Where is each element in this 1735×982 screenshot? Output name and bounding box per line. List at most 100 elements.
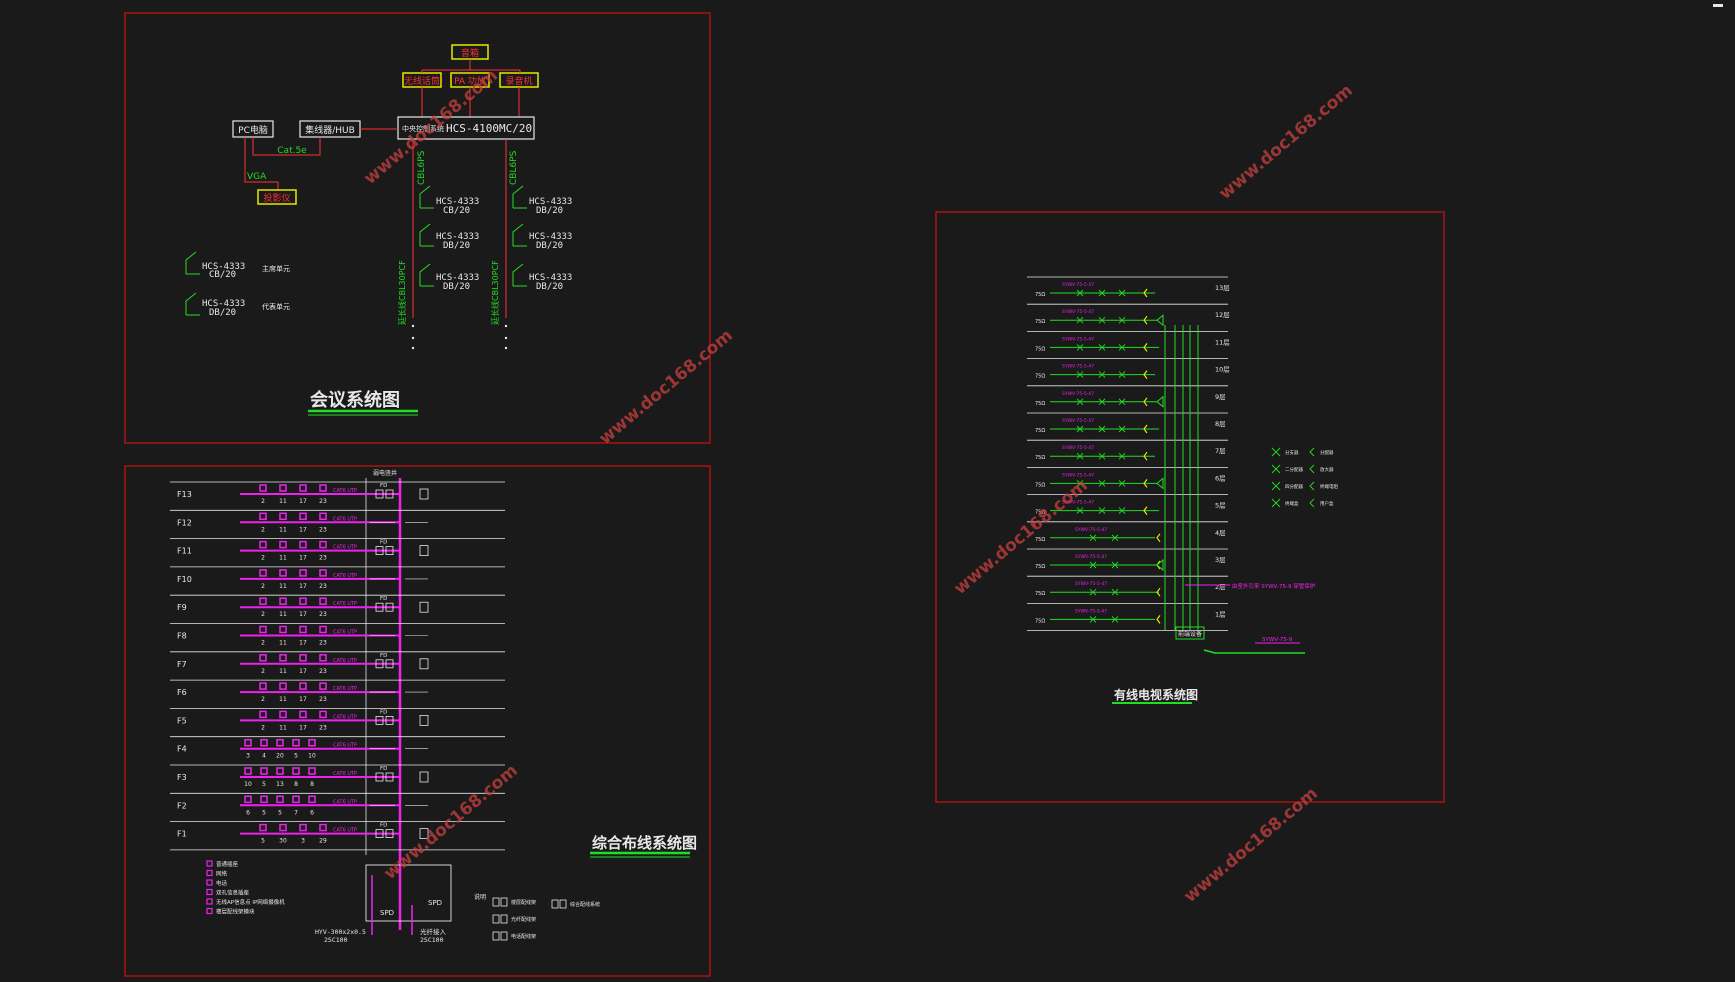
legend-outlet-icon xyxy=(206,907,213,915)
vga-label: VGA xyxy=(247,172,267,182)
legend-outlet-icon xyxy=(206,879,213,886)
svg-text:DB/20: DB/20 xyxy=(536,282,563,292)
catv-floor-label: 3层 xyxy=(1215,556,1226,564)
outlet-count: 3 xyxy=(246,753,250,760)
outlet-count: 5 xyxy=(262,809,266,816)
trunk-label-left: 延长线CBL30PCF xyxy=(397,260,407,325)
legend-item: 双孔信息插座 xyxy=(216,889,250,897)
outlet-icon xyxy=(244,795,252,804)
outlet-icon xyxy=(259,569,267,577)
tap-icon xyxy=(1089,588,1097,596)
tap-icon xyxy=(1118,452,1126,460)
outlet-icon xyxy=(279,512,287,521)
outlet-count: 23 xyxy=(319,696,327,703)
outlet-icon xyxy=(260,738,268,747)
cable-label-right: CBL6PS xyxy=(509,150,519,185)
outlet-icon xyxy=(308,767,316,775)
outlet-icon xyxy=(319,710,327,719)
utp-label: CAT6 UTP xyxy=(333,828,357,834)
trunk-label-right: 延长线CBL30PCF xyxy=(490,260,500,325)
svg-text:CB/20: CB/20 xyxy=(209,270,236,280)
outlet-count: 11 xyxy=(279,611,287,618)
legend-item: 光纤配线架 xyxy=(511,916,536,923)
svg-text:HCS-4333: HCS-4333 xyxy=(202,262,245,272)
outlet-icon xyxy=(319,625,327,634)
outlet-count: 13 xyxy=(276,781,284,788)
tap-icon xyxy=(1111,534,1119,542)
tap-icon xyxy=(1076,344,1084,351)
outlet-icon xyxy=(319,512,327,521)
outlet-icon xyxy=(276,767,284,775)
catv-legend: 分支器分配器二分配器放大器四分配器终端电阻终端盒用户盒 xyxy=(1271,447,1338,508)
outlet-count: 6 xyxy=(310,809,314,816)
outlet-icon xyxy=(260,795,268,804)
utp-label: CAT6 UTP xyxy=(333,630,357,636)
outlet-count: 23 xyxy=(319,668,327,675)
conference-title: 会议系统图 xyxy=(310,389,400,411)
spd-label-2: SPD xyxy=(428,899,442,907)
cabling-title: 综合布线系统图 xyxy=(592,834,697,852)
fd-label: FD xyxy=(380,653,387,659)
splitter-icon xyxy=(1143,343,1148,352)
outlet-count: 11 xyxy=(279,583,287,590)
catv-legend-item: 分配器 xyxy=(1320,449,1334,456)
catv-floor-label: 10层 xyxy=(1215,366,1230,374)
tap-icon xyxy=(1111,588,1119,596)
outlet-icon xyxy=(259,597,267,605)
cabling-header: 弱电竖井 xyxy=(373,469,397,477)
headend-label: 前端设备 xyxy=(1178,630,1202,638)
catv-cable-label: SYWV-75-5-47 xyxy=(1075,608,1107,614)
tap-icon xyxy=(1111,616,1119,623)
tap-icon xyxy=(1076,425,1084,433)
outlet-count: 2 xyxy=(261,724,265,731)
outlet-count: 10 xyxy=(308,753,316,760)
tap-icon xyxy=(1098,480,1106,487)
catv-out-label: 75Ω xyxy=(1035,428,1045,434)
unit-left-2: HCS-4333 DB/20 xyxy=(419,223,479,251)
svg-text:HCS-4333: HCS-4333 xyxy=(529,197,572,207)
svg-text:HCS-4333: HCS-4333 xyxy=(436,197,479,207)
floor-label: F9 xyxy=(177,603,187,612)
main-controller-model: HCS-4100MC/20 xyxy=(446,122,532,135)
legend-outlet-icon xyxy=(206,860,213,867)
legend-item: 无线AP信息点 IP网络摄像机 xyxy=(216,898,285,906)
utp-label: CAT6 UTP xyxy=(333,658,357,664)
outlet-count: 30 xyxy=(279,838,287,845)
legend-item: 电话 xyxy=(216,879,228,887)
catv-out-label: 75Ω xyxy=(1035,401,1045,407)
outlet-icon xyxy=(259,540,267,549)
outlet-icon xyxy=(319,682,327,690)
catv-cable-label: SYWV-75-5-47 xyxy=(1062,391,1094,397)
window-minimize-mark[interactable] xyxy=(1713,4,1723,7)
catv-legend-item: 二分配器 xyxy=(1285,466,1303,473)
outlet-count: 17 xyxy=(299,668,307,675)
outlet-count: 17 xyxy=(299,696,307,703)
utp-label: CAT6 UTP xyxy=(333,743,357,749)
fd-label: FD xyxy=(380,483,387,489)
outlet-icon xyxy=(259,823,267,832)
outlet-icon xyxy=(299,823,307,832)
floor-label: F1 xyxy=(177,830,187,839)
splitter-icon xyxy=(1143,397,1148,407)
floor-label: F4 xyxy=(177,745,187,754)
catv-trunk-note: 由室外引来 SYWV-75-9 穿管保护 xyxy=(1232,582,1316,590)
outlet-icon xyxy=(279,484,287,492)
hyv-label: HYV-300x2x0.5 xyxy=(315,928,366,936)
splitter-icon xyxy=(1156,587,1161,597)
outlet-icon xyxy=(259,710,267,719)
cat5e-label: Cat.5e xyxy=(277,146,307,156)
outlet-icon xyxy=(319,569,327,577)
watermark-3: www.doc168.com xyxy=(595,326,736,449)
outlet-count: 17 xyxy=(299,526,307,533)
conference-legend-delegate: HCS-4333 DB/20 代表单元 xyxy=(185,292,290,318)
outlet-count: 3 xyxy=(301,838,305,845)
tap-icon xyxy=(1098,452,1106,460)
catv-diagram: 13层75ΩSYWV-75-5-4712层75ΩSYWV-75-5-4711层7… xyxy=(1027,276,1338,704)
